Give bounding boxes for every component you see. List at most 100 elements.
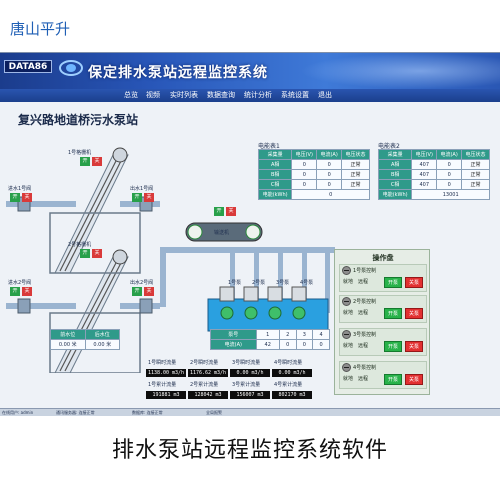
pump-4 [291, 286, 307, 302]
grate-2-open-button[interactable]: 开 [80, 249, 90, 258]
grate-1-label: 1号格栅机 [68, 150, 92, 156]
outlet-2-open-button[interactable]: 开 [132, 287, 142, 296]
meter-1-energy-value: 0 [291, 189, 370, 200]
remote-label: 远程 [358, 310, 369, 316]
pump-4-stop-button[interactable]: 关泵 [405, 374, 423, 385]
pump-1-stop-button[interactable]: 关泵 [405, 277, 423, 288]
conveyor-belt [185, 222, 263, 242]
menu-overview[interactable]: 总览 [124, 91, 138, 99]
remote-label: 远程 [358, 376, 369, 382]
pump-number-cell: 2 [278, 329, 297, 340]
flow-inst-1-label: 1号瞬时流量 [148, 360, 177, 366]
meter-1-phase: C相 [257, 179, 293, 190]
header-glow [300, 53, 500, 89]
pump-3-start-button[interactable]: 开泵 [384, 341, 402, 352]
front-level-label: 前水位 [50, 329, 86, 340]
meter-1-header: 电压(V) [291, 149, 318, 160]
pump-current-cell: 42 [255, 339, 280, 350]
menu-realtime-list[interactable]: 实时列表 [170, 91, 198, 99]
pump-current-cell: 0 [312, 339, 330, 350]
inlet-valve-2 [17, 298, 31, 314]
status-database: 数据库: 连接正常 [132, 410, 163, 415]
pump-number-cell: 4 [312, 329, 330, 340]
menu-video[interactable]: 视频 [146, 91, 160, 99]
outlet-2-close-button[interactable]: 关 [144, 287, 154, 296]
selector-knob-icon[interactable] [342, 363, 351, 372]
pump-number-cell: 1 [255, 329, 280, 340]
pump-3 [267, 286, 283, 302]
meter-1-phase: B相 [257, 169, 293, 180]
pump-1-start-button[interactable]: 开泵 [384, 277, 402, 288]
meter-2-table: 采集量 电压(V) 电流(A) 电压状态 A相 407 0 正常 B相 407 … [377, 149, 490, 200]
meter-1-cell: 0 [291, 179, 318, 190]
meter-2-header: 电压状态 [461, 149, 490, 160]
pump-3-label: 3号泵 [276, 280, 290, 286]
front-level-value: 0.00 米 [50, 339, 86, 350]
local-label: 就地 [343, 376, 354, 382]
flow-total-4-value: 802170 m3 [272, 391, 312, 399]
outlet-2-label: 出水2号阀 [130, 280, 154, 286]
app-title: 保定排水泵站远程监控系统 [88, 65, 268, 81]
app-window: DATA86 保定排水泵站远程监控系统 总览 视频 实时列表 数据查询 统计分析… [0, 52, 500, 416]
pump-current-cell: 0 [278, 339, 297, 350]
meter-2-state: 正常 [461, 159, 490, 170]
pump-1-control-label: 1号泵控制 [353, 268, 377, 274]
pump-current-cell: 0 [295, 339, 314, 350]
meter-1-table: 采集量 电压(V) 电流(A) 电压状态 A相 0 0 正常 B相 0 0 正常… [257, 149, 370, 200]
selector-knob-icon[interactable] [342, 297, 351, 306]
flow-total-3-label: 3号累计流量 [232, 382, 261, 388]
meter-1-cell: 0 [316, 179, 343, 190]
menu-settings[interactable]: 系统设置 [281, 91, 309, 99]
pump-3-control-label: 3号泵控制 [353, 332, 377, 338]
outlet-1-label: 出水1号阀 [130, 186, 154, 192]
meter-2-phase: B相 [377, 169, 413, 180]
menu-statistics[interactable]: 统计分析 [244, 91, 272, 99]
meter-2-cell: 407 [411, 179, 438, 190]
pump-2-label: 2号泵 [252, 280, 266, 286]
pump-2-start-button[interactable]: 开泵 [384, 308, 402, 319]
inlet-1-close-button[interactable]: 关 [22, 193, 32, 202]
meter-1-cell: 0 [291, 169, 318, 180]
menu-exit[interactable]: 退出 [318, 91, 332, 99]
flow-total-4-label: 4号累计流量 [274, 382, 303, 388]
grate-1-open-button[interactable]: 开 [80, 157, 90, 166]
inlet-pipe-1 [6, 201, 76, 207]
meter-2-cell: 0 [436, 179, 463, 190]
flow-total-2-value: 128042 m3 [188, 391, 228, 399]
meter-1-state: 正常 [341, 179, 370, 190]
operation-panel-title: 操作盘 [372, 254, 394, 262]
grate-2-close-button[interactable]: 关 [92, 249, 102, 258]
meter-1-cell: 0 [316, 159, 343, 170]
flow-total-3-value: 156007 m3 [230, 391, 270, 399]
outlet-1-open-button[interactable]: 开 [132, 193, 142, 202]
selector-knob-icon[interactable] [342, 330, 351, 339]
conveyor-close-button[interactable]: 关 [226, 207, 236, 216]
inlet-1-open-button[interactable]: 开 [10, 193, 20, 202]
caption-title: 排水泵站远程监控系统软件 [111, 438, 388, 463]
grate-2-label: 2号格栅机 [68, 242, 92, 248]
meter-2-cell: 407 [411, 169, 438, 180]
grate-motor-2 [112, 249, 128, 265]
menu-data-query[interactable]: 数据查询 [207, 91, 235, 99]
outlet-1-close-button[interactable]: 关 [144, 193, 154, 202]
pump-number-cell: 3 [295, 329, 314, 340]
pump-4-control-label: 4号泵控制 [353, 365, 377, 371]
meter-1-phase: A相 [257, 159, 293, 170]
meter-2-title: 电能表2 [378, 143, 400, 150]
pump-4-label: 4号泵 [300, 280, 314, 286]
menu-bar: 总览 视频 实时列表 数据查询 统计分析 系统设置 退出 [0, 89, 500, 102]
inlet-2-open-button[interactable]: 开 [10, 287, 20, 296]
inlet-2-close-button[interactable]: 关 [22, 287, 32, 296]
pump-current-table: 泵号 1 2 3 4 电流(A) 42 0 0 0 [210, 329, 330, 350]
pump-2-stop-button[interactable]: 关泵 [405, 308, 423, 319]
meter-2-energy-value: 13001 [411, 189, 490, 200]
pump-2 [243, 286, 259, 302]
pump-4-start-button[interactable]: 开泵 [384, 374, 402, 385]
flow-inst-4-label: 4号瞬时流量 [274, 360, 303, 366]
flow-total-1-label: 1号累计流量 [148, 382, 177, 388]
conveyor-open-button[interactable]: 开 [214, 207, 224, 216]
inlet-1-label: 进水1号阀 [8, 186, 32, 192]
selector-knob-icon[interactable] [342, 266, 351, 275]
grate-1-close-button[interactable]: 关 [92, 157, 102, 166]
pump-3-stop-button[interactable]: 关泵 [405, 341, 423, 352]
